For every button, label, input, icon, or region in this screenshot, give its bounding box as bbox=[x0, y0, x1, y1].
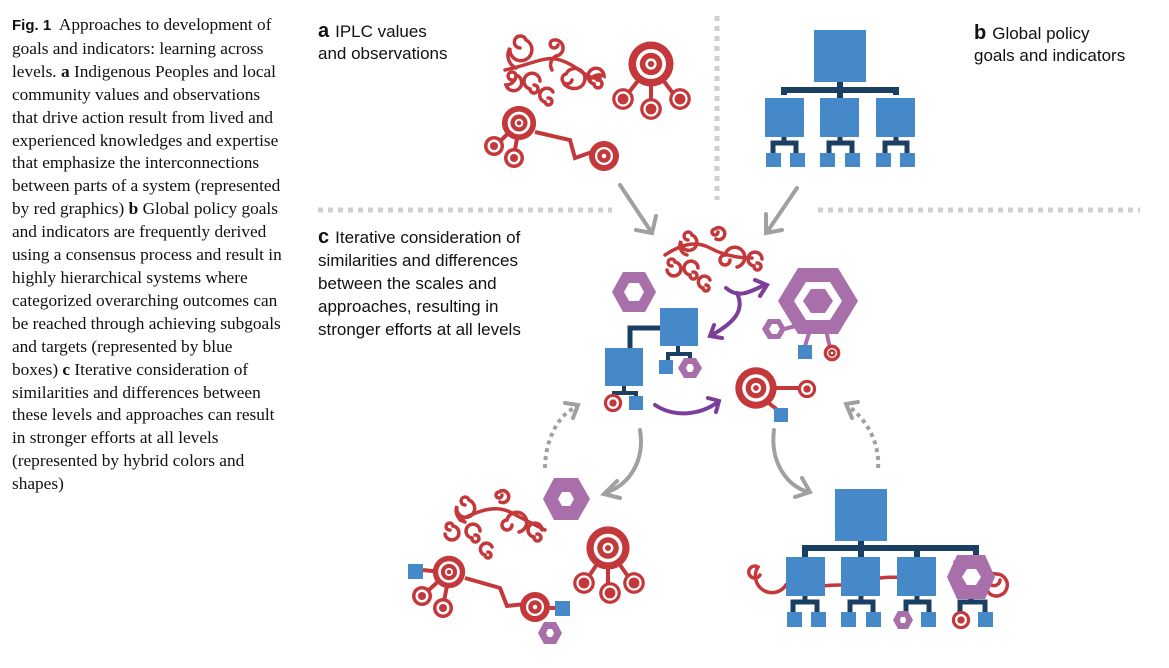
hybrid-bottom-right bbox=[747, 489, 1010, 630]
subgoal-box bbox=[765, 98, 804, 137]
panel-c-line3: between the scales and bbox=[318, 274, 497, 293]
target-boxes bbox=[766, 153, 915, 167]
panel-c-line5: stronger efforts at all levels bbox=[318, 320, 521, 339]
panel-a-line1: IPLC values bbox=[335, 22, 427, 41]
target-cluster-bottom-left bbox=[573, 526, 645, 604]
arrow-b-to-c bbox=[764, 186, 799, 236]
figure-label: Fig. 1 bbox=[12, 17, 52, 34]
panel-b-line2: goals and indicators bbox=[974, 46, 1126, 65]
caption-part-c-text: Iterative consideration of similarities … bbox=[12, 359, 275, 494]
hexagon-left bbox=[612, 272, 656, 312]
caption-part-b-letter: b bbox=[128, 199, 139, 219]
purple-arrow-bottom bbox=[653, 396, 722, 416]
panel-c-line1: Iterative consideration of bbox=[335, 228, 521, 247]
caption-part-b-text: Global policy goals and indicators are f… bbox=[12, 199, 282, 379]
figure-title: Approaches to development of goals and i… bbox=[12, 15, 272, 81]
panel-b-letter: b bbox=[974, 22, 987, 44]
purple-arrows-top bbox=[707, 278, 770, 340]
subgoal-box bbox=[786, 557, 825, 596]
panel-b-line1: Global policy bbox=[992, 24, 1090, 43]
panel-c-line2: similarities and differences bbox=[318, 251, 518, 270]
spiral-cluster-center bbox=[663, 225, 764, 293]
arrow-dotted-left bbox=[543, 401, 581, 469]
target-boxes-bottom-right bbox=[787, 610, 993, 630]
panel-a-label: a IPLC values and observations bbox=[318, 20, 447, 65]
hybrid-bottom-left bbox=[408, 478, 645, 644]
panel-c-letter: c bbox=[318, 226, 330, 248]
arrow-a-to-c bbox=[618, 183, 658, 236]
target-chain-bottom-left bbox=[408, 555, 570, 644]
spiral-cluster-a bbox=[503, 34, 606, 107]
panel-c-label: c Iterative consideration of similarities… bbox=[318, 226, 521, 341]
subgoal-box bbox=[841, 557, 880, 596]
subgoal-box bbox=[876, 98, 915, 137]
panel-c-line4: approaches, resulting in bbox=[318, 297, 499, 316]
hexagon-right-cluster bbox=[762, 268, 858, 362]
hierarchy-center bbox=[603, 308, 702, 413]
target-cluster-center bbox=[735, 367, 817, 422]
target-cluster-a bbox=[612, 41, 691, 120]
caption-part-a-text: Indigenous Peoples and local community v… bbox=[12, 61, 281, 219]
panel-b-hierarchy bbox=[765, 30, 915, 167]
panel-a-graphic bbox=[484, 34, 691, 171]
panel-b-label: b Global policy goals and indicators bbox=[974, 22, 1125, 67]
hexagon-bottom-left bbox=[543, 478, 590, 520]
panel-a-line2: and observations bbox=[318, 44, 448, 63]
panel-a-letter: a bbox=[318, 20, 330, 42]
subgoal-box bbox=[897, 557, 936, 596]
hexagon-subgoal bbox=[947, 555, 995, 599]
panel-c-center bbox=[603, 225, 858, 422]
figure-caption: Fig. 1 Approaches to development of goal… bbox=[12, 14, 282, 496]
top-goal-box bbox=[835, 489, 887, 541]
target-chain-a bbox=[484, 105, 619, 171]
caption-part-c-letter: c bbox=[62, 359, 71, 379]
subgoal-box bbox=[820, 98, 859, 137]
caption-part-a-letter: a bbox=[60, 61, 70, 81]
spiral-cluster-bottom-left bbox=[443, 488, 547, 560]
arrow-solid-right bbox=[771, 428, 813, 499]
arrow-solid-left bbox=[600, 428, 643, 500]
arrow-dotted-right bbox=[843, 400, 881, 469]
top-goal-box bbox=[814, 30, 866, 82]
